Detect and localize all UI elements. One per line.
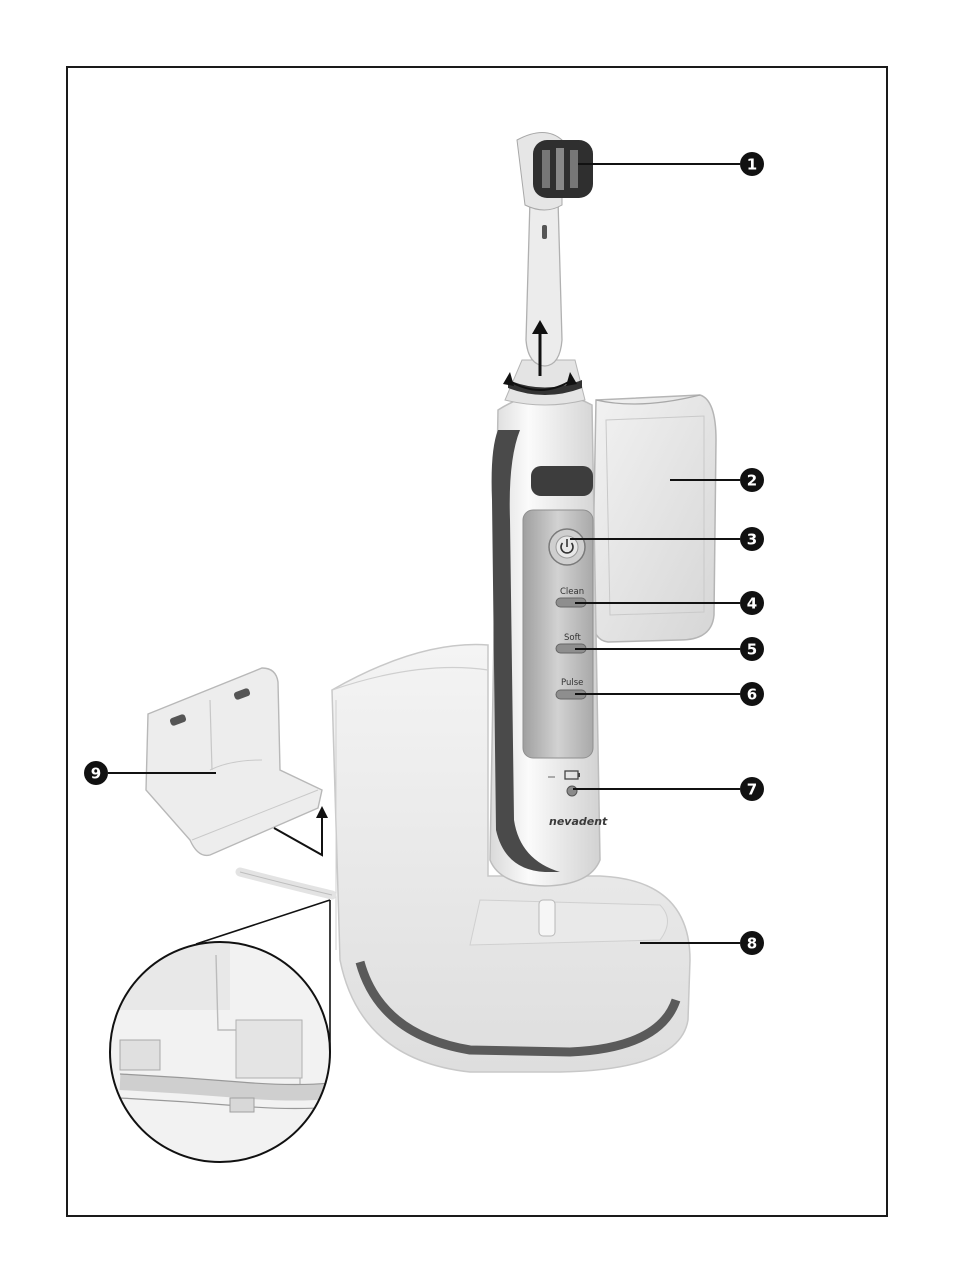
- bristles: [533, 140, 593, 198]
- svg-text:3: 3: [747, 531, 757, 549]
- svg-text:5: 5: [747, 641, 757, 659]
- callout-2: 2: [740, 468, 764, 492]
- soft-label: Soft: [564, 633, 581, 643]
- svg-text:9: 9: [91, 765, 101, 783]
- callout-1: 1: [740, 152, 764, 176]
- callout-4: 4: [740, 591, 764, 615]
- clean-label: Clean: [560, 587, 584, 597]
- svg-text:4: 4: [747, 595, 757, 613]
- pulse-label: Pulse: [561, 678, 583, 688]
- head-cover: [592, 395, 716, 642]
- svg-text:1: 1: [747, 156, 757, 174]
- callout-8: 8: [740, 931, 764, 955]
- brand-logo: nevadent: [549, 815, 608, 828]
- svg-text:6: 6: [747, 686, 757, 704]
- callout-6: 6: [740, 682, 764, 706]
- svg-text:8: 8: [747, 935, 757, 953]
- svg-text:2: 2: [747, 472, 757, 490]
- toothbrush-handle: Clean Soft Pulse nevadent: [490, 394, 608, 886]
- callout-7: 7: [740, 777, 764, 801]
- callout-9: 9: [84, 761, 108, 785]
- callout-3: 3: [740, 527, 764, 551]
- svg-text:7: 7: [747, 781, 757, 799]
- power-button[interactable]: [549, 529, 585, 565]
- callout-5: 5: [740, 637, 764, 661]
